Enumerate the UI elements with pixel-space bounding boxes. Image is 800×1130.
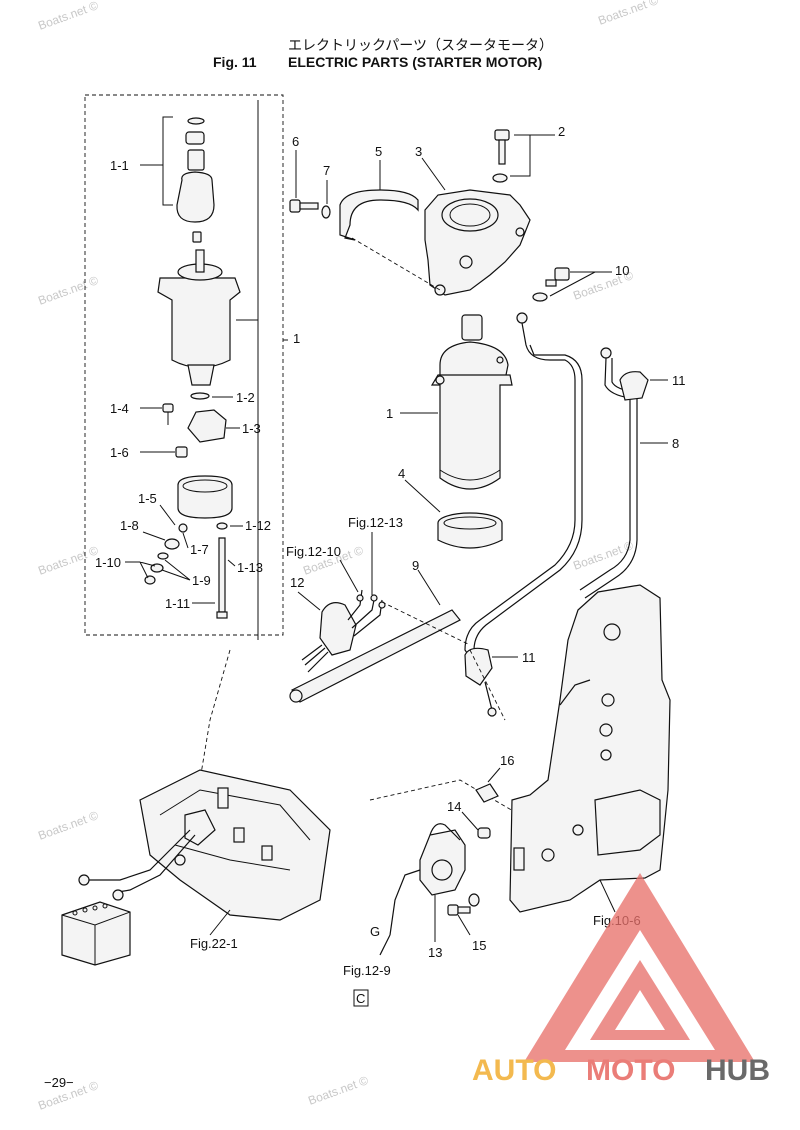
band-4 bbox=[437, 512, 503, 549]
upper-bracket-3 bbox=[424, 189, 531, 296]
starter-relay-13 bbox=[389, 823, 466, 936]
label-4: 4 bbox=[398, 466, 405, 481]
small-hardware bbox=[144, 523, 188, 585]
label-5: 5 bbox=[375, 144, 382, 159]
title-japanese: エレクトリックパーツ（スタータモータ） bbox=[288, 38, 553, 54]
starter-motor bbox=[430, 314, 513, 490]
label-11-lower: 11 bbox=[522, 650, 536, 665]
watermark-text: Boats.net © bbox=[306, 1073, 370, 1108]
logo-text-moto: MOTO bbox=[586, 1054, 675, 1087]
cable-9 bbox=[289, 312, 583, 703]
label-1-main: 1 bbox=[386, 406, 393, 421]
watermark-text: Boats.net © bbox=[36, 273, 100, 308]
automotohub-logo: AUTO MOTO HUB bbox=[472, 873, 770, 1087]
bolt-10 bbox=[532, 267, 570, 302]
label-11-upper: 11 bbox=[672, 373, 686, 388]
ref-fig-12-9: Fig.12-9 bbox=[343, 963, 391, 978]
logo-text-auto: AUTO bbox=[472, 1054, 556, 1087]
spacer-14 bbox=[477, 827, 491, 839]
title-english: ELECTRIC PARTS (STARTER MOTOR) bbox=[288, 54, 542, 70]
washer-1-12 bbox=[216, 522, 228, 530]
plate-16 bbox=[475, 783, 499, 803]
fig-number: Fig. 11 bbox=[213, 54, 257, 70]
label-10: 10 bbox=[615, 263, 629, 278]
page-number: −29− bbox=[44, 1075, 74, 1090]
label-1-11: 1-11 bbox=[165, 596, 190, 611]
boot-12 bbox=[301, 589, 386, 673]
label-12: 12 bbox=[290, 575, 304, 590]
pinion-gear-parts bbox=[176, 117, 215, 243]
label-16: 16 bbox=[500, 753, 514, 768]
label-1-6: 1-6 bbox=[110, 445, 129, 460]
label-1-9: 1-9 bbox=[192, 573, 211, 588]
ref-fig-12-10: Fig.12-10 bbox=[286, 544, 341, 559]
assembly-box bbox=[84, 94, 284, 636]
label-15: 15 bbox=[472, 938, 486, 953]
washer-7 bbox=[321, 205, 331, 219]
label-9: 9 bbox=[412, 558, 419, 573]
label-8: 8 bbox=[672, 436, 679, 451]
section-mark: C bbox=[356, 991, 365, 1006]
label-1-7: 1-7 bbox=[190, 542, 209, 557]
label-1-assembly: 1 bbox=[293, 331, 300, 346]
label-6: 6 bbox=[292, 134, 299, 149]
watermark-text: Boats.net © bbox=[596, 0, 660, 28]
label-1-12: 1-12 bbox=[245, 518, 271, 533]
label-1-8: 1-8 bbox=[120, 518, 139, 533]
watermark-text: Boats.net © bbox=[36, 543, 100, 578]
logo-text-hub: HUB bbox=[705, 1054, 770, 1087]
label-1-2: 1-2 bbox=[236, 390, 255, 405]
label-1-13: 1-13 bbox=[237, 560, 263, 575]
through-bolt-1-11 bbox=[218, 537, 226, 613]
ref-fig-22-1: Fig.22-1 bbox=[190, 936, 238, 951]
watermark-text: Boats.net © bbox=[36, 808, 100, 843]
label-1-4: 1-4 bbox=[110, 401, 129, 416]
label-g: G bbox=[370, 924, 380, 939]
bolt-2 bbox=[492, 129, 510, 183]
label-1-1: 1-1 bbox=[110, 158, 129, 173]
ref-fig-12-13: Fig.12-13 bbox=[348, 515, 403, 530]
bolt-15 bbox=[447, 893, 480, 916]
battery-terminal bbox=[78, 874, 90, 886]
electrical-bracket-panel bbox=[509, 584, 671, 913]
label-2: 2 bbox=[558, 124, 565, 139]
label-14: 14 bbox=[447, 799, 461, 814]
label-1-3: 1-3 bbox=[242, 421, 261, 436]
brush-holder bbox=[187, 409, 227, 443]
boot-11-lower bbox=[464, 647, 493, 686]
clip-1-6 bbox=[175, 446, 188, 458]
cable-8 bbox=[579, 347, 649, 599]
section-mark-box bbox=[353, 989, 369, 1007]
label-1-5: 1-5 bbox=[138, 491, 157, 506]
label-7: 7 bbox=[323, 163, 330, 178]
screw-1-4 bbox=[162, 403, 174, 413]
label-3: 3 bbox=[415, 144, 422, 159]
strap-5 bbox=[339, 189, 419, 241]
battery-icon bbox=[61, 901, 131, 966]
label-1-10: 1-10 bbox=[95, 555, 121, 570]
motor-body-exploded bbox=[157, 249, 241, 400]
lower-cowling bbox=[139, 769, 331, 921]
bolt-6 bbox=[289, 199, 319, 213]
watermark-text: Boats.net © bbox=[36, 0, 100, 33]
end-cap-1-5 bbox=[177, 475, 233, 519]
label-13: 13 bbox=[428, 945, 442, 960]
